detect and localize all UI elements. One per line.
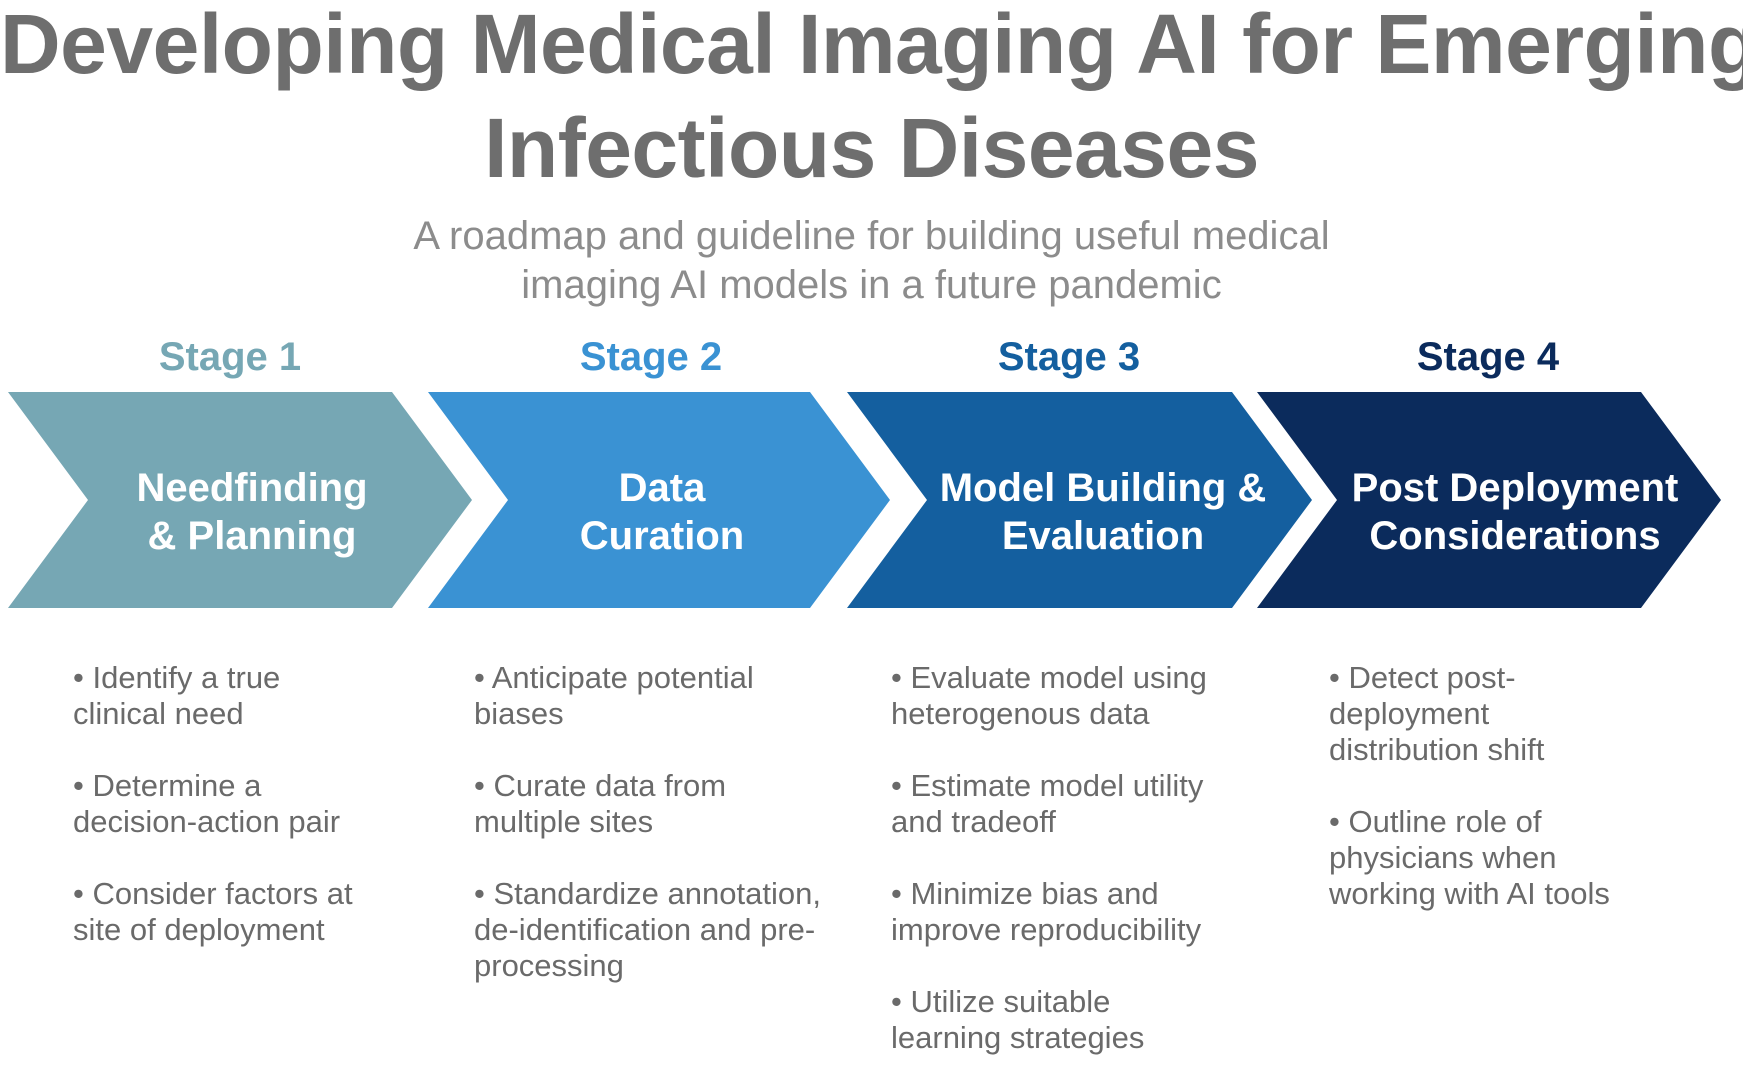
stage-2-chevron (428, 392, 890, 608)
stage-1-label: Stage 1 (158, 335, 302, 379)
bullet-line: site of deployment (73, 912, 325, 947)
diagram-subtitle-line-2: imaging AI models in a future pandemic (521, 263, 1222, 307)
stage-2-name-line-2: Curation (579, 514, 745, 558)
bullet-line: • Detect post- (1329, 660, 1516, 695)
bullet-line: • Curate data from (474, 768, 727, 803)
stage-1-name-line-2: & Planning (147, 514, 357, 558)
stage-3-chevron (847, 392, 1312, 608)
list-item: • Utilize suitable learning strategies (891, 984, 1251, 1056)
bullet-line: • Standardize annotation, (474, 876, 821, 911)
stage-2-bullet-list: • Anticipate potential biases • Curate d… (474, 660, 844, 1020)
bullet-line: learning strategies (891, 1020, 1145, 1055)
bullet-line: • Determine a (73, 768, 262, 803)
stage-4-name-line-2: Considerations (1369, 514, 1661, 558)
stage-3-name-line-1: Model Building & (939, 466, 1267, 510)
list-item: • Outline role of physicians when workin… (1329, 804, 1689, 912)
list-item: • Identify a true clinical need (73, 660, 413, 732)
bullet-line: • Identify a true (73, 660, 281, 695)
bullet-line: and tradeoff (891, 804, 1056, 839)
bullet-line: working with AI tools (1329, 876, 1610, 911)
bullet-line: heterogenous data (891, 696, 1150, 731)
stage-1-bullet-list: • Identify a true clinical need • Determ… (73, 660, 413, 984)
bullet-line: • Estimate model utility (891, 768, 1204, 803)
stage-3-bullet-list: • Evaluate model using heterogenous data… (891, 660, 1251, 1092)
bullet-line: • Evaluate model using (891, 660, 1207, 695)
bullet-line: clinical need (73, 696, 244, 731)
list-item: • Curate data from multiple sites (474, 768, 844, 840)
bullet-line: • Anticipate potential (474, 660, 754, 695)
diagram-title-line-2: Infectious Diseases (484, 101, 1259, 195)
diagram-title: Developing Medical Imaging AI for Emergi… (0, 0, 1743, 200)
stage-3-name-line-2: Evaluation (1001, 514, 1205, 558)
bullet-line: biases (474, 696, 564, 731)
bullet-line: multiple sites (474, 804, 654, 839)
stage-2-label: Stage 2 (579, 335, 723, 379)
stage-4-name-line-1: Post Deployment (1351, 466, 1679, 510)
bullet-line: • Minimize bias and (891, 876, 1159, 911)
stage-3-label: Stage 3 (997, 335, 1141, 379)
stage-4-bullet-list: • Detect post- deployment distribution s… (1329, 660, 1689, 948)
bullet-line: improve reproducibility (891, 912, 1202, 947)
bullet-line: decision-action pair (73, 804, 341, 839)
stage-1-name-line-1: Needfinding (136, 466, 368, 510)
bullet-line: processing (474, 948, 624, 983)
stage-4-chevron (1257, 392, 1721, 608)
diagram-subtitle: A roadmap and guideline for building use… (0, 212, 1743, 310)
bullet-line: physicians when (1329, 840, 1557, 875)
stage-4-label: Stage 4 (1416, 335, 1560, 379)
list-item: • Determine a decision-action pair (73, 768, 413, 840)
bullet-line: • Utilize suitable (891, 984, 1111, 1019)
bullet-line: distribution shift (1329, 732, 1545, 767)
list-item: • Anticipate potential biases (474, 660, 844, 732)
list-item: • Estimate model utility and tradeoff (891, 768, 1251, 840)
stage-3-name: Model Building & Evaluation (920, 452, 1286, 572)
stage-chevrons (8, 392, 1721, 608)
list-item: • Detect post- deployment distribution s… (1329, 660, 1689, 768)
list-item: • Consider factors at site of deployment (73, 876, 413, 948)
bullet-line: de-identification and pre- (474, 912, 816, 947)
list-item: • Evaluate model using heterogenous data (891, 660, 1251, 732)
list-item: • Minimize bias and improve reproducibil… (891, 876, 1251, 948)
bullet-line: • Consider factors at (73, 876, 353, 911)
list-item: • Standardize annotation, de-identificat… (474, 876, 844, 984)
stage-2-name-line-1: Data (618, 466, 706, 510)
stage-2-name: Data Curation (512, 452, 812, 572)
stage-1-name: Needfinding & Planning (92, 452, 412, 572)
diagram-subtitle-line-1: A roadmap and guideline for building use… (413, 214, 1330, 258)
stage-4-name: Post Deployment Considerations (1330, 452, 1700, 572)
bullet-line: • Outline role of (1329, 804, 1542, 839)
stage-1-chevron (8, 392, 472, 608)
diagram-title-line-1: Developing Medical Imaging AI for Emergi… (0, 0, 1743, 91)
bullet-line: deployment (1329, 696, 1490, 731)
